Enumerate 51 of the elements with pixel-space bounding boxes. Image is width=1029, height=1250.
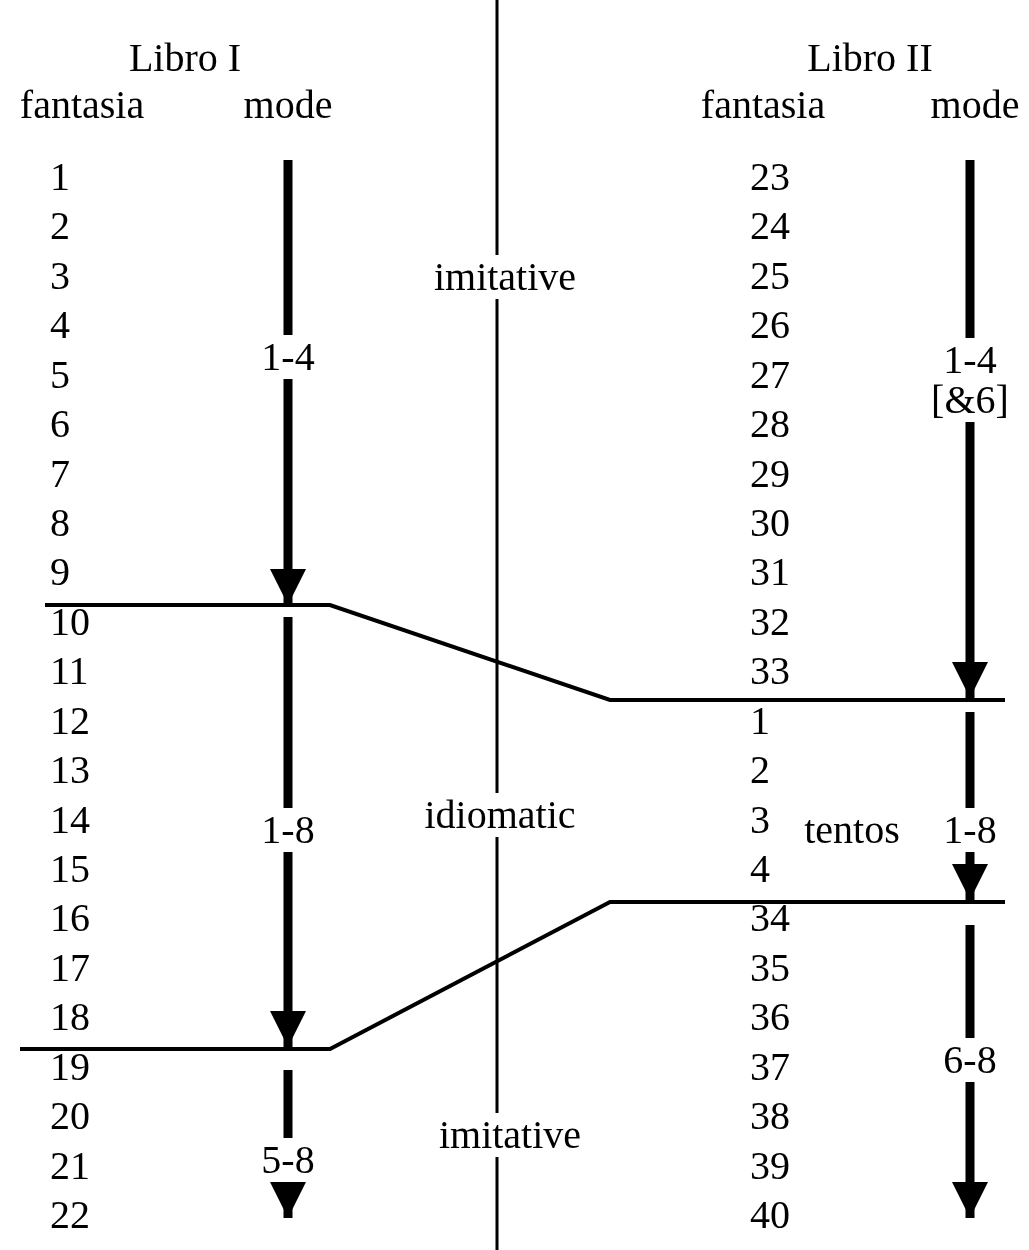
- fantasia-number: 39: [750, 1145, 790, 1186]
- fantasia-number: 16: [50, 898, 90, 939]
- fantasia-number: 33: [750, 651, 790, 692]
- fantasia-number: 3: [50, 255, 70, 296]
- fantasia-number: 19: [50, 1046, 90, 1087]
- fantasia-number: 17: [50, 947, 90, 988]
- fantasia-number: 36: [750, 997, 790, 1038]
- fantasia-number: 27: [750, 354, 790, 395]
- fantasia-number: 24: [750, 206, 790, 247]
- fantasia-number: 35: [750, 947, 790, 988]
- fantasia-number: 7: [50, 453, 70, 494]
- fantasia-number: 11: [50, 651, 89, 692]
- fantasia-number: 34: [750, 898, 790, 939]
- tento-number: 4: [750, 849, 770, 889]
- fantasia-number: 18: [50, 997, 90, 1038]
- fantasia-number: 13: [50, 750, 90, 791]
- fantasia-number: 1: [50, 157, 70, 197]
- fantasia-number: 26: [750, 305, 790, 346]
- fantasia-number: 22: [50, 1195, 90, 1235]
- fantasia-number: 20: [50, 1096, 90, 1137]
- column-heading: mode: [243, 85, 333, 125]
- fantasia-number: 21: [50, 1145, 90, 1186]
- fantasia-number: 23: [750, 157, 790, 197]
- tento-number: 3: [750, 799, 770, 840]
- fantasia-number: 38: [750, 1096, 790, 1137]
- fantasia-number: 5: [50, 354, 70, 395]
- fantasia-number: 10: [50, 601, 90, 642]
- fantasia-number: 31: [750, 552, 790, 593]
- tentos-label: tentos: [804, 810, 900, 850]
- column-heading: mode: [930, 85, 1020, 125]
- column-heading: Libro I: [128, 38, 242, 78]
- column-heading: Libro II: [807, 38, 933, 78]
- tento-number: 1: [750, 700, 770, 741]
- fantasia-number: 14: [50, 799, 90, 840]
- column-heading: fantasia: [19, 85, 145, 125]
- fantasia-number: 8: [50, 503, 70, 543]
- fantasia-number: 29: [750, 453, 790, 494]
- fantasia-number: 4: [50, 305, 70, 346]
- fantasia-number: 30: [750, 503, 790, 543]
- fantasia-number: 28: [750, 404, 790, 445]
- fantasia-number: 15: [50, 849, 90, 889]
- fantasia-number: 9: [50, 552, 70, 593]
- fantasia-number: 40: [750, 1195, 790, 1235]
- tento-number: 2: [750, 750, 770, 791]
- fantasia-number: 25: [750, 255, 790, 296]
- fantasia-number: 37: [750, 1046, 790, 1087]
- fantasia-number: 6: [50, 404, 70, 445]
- fantasia-number: 12: [50, 700, 90, 741]
- column-heading: fantasia: [700, 85, 826, 125]
- fantasia-number: 2: [50, 206, 70, 247]
- fantasia-number: 32: [750, 601, 790, 642]
